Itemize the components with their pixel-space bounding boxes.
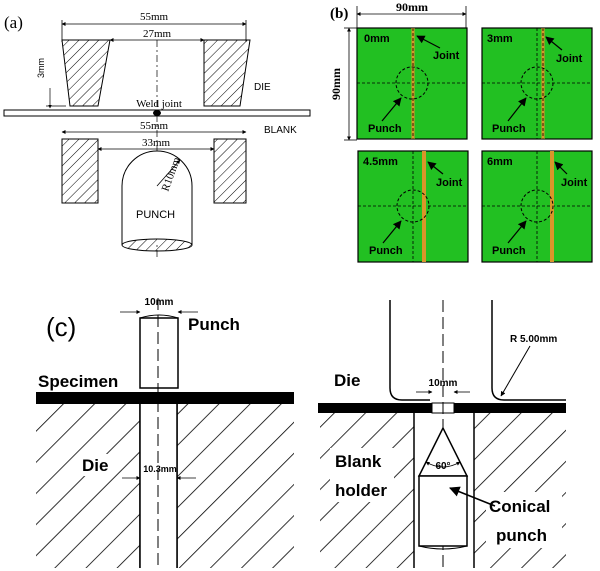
joint-label: Joint — [561, 177, 588, 189]
punch-a-base — [121, 238, 193, 252]
holder-block-left — [61, 138, 99, 204]
offset-label: 0mm — [364, 33, 390, 45]
punch-label: Punch — [188, 315, 240, 334]
die-label: DIE — [254, 82, 271, 93]
holder-block-right — [213, 138, 247, 204]
punch-circle — [520, 66, 554, 100]
panel-a-label: (a) — [4, 13, 23, 32]
panel-c-label: (c) — [46, 312, 76, 342]
joint-label: Joint — [436, 177, 463, 189]
panel-c-left: (c) Specimen 10mm Punch Die 10.3mm — [36, 297, 294, 568]
plate-width-text: 90mm — [396, 0, 428, 14]
punch-circle — [396, 189, 430, 223]
blank-label: BLANK — [264, 125, 297, 136]
die-label: Die — [82, 456, 108, 475]
punch-circle — [520, 189, 554, 223]
conical-punch-label-1: Conical — [489, 497, 550, 516]
hole-dim-text: 10.3mm — [143, 464, 177, 474]
holder-inner-dim-text: 33mm — [142, 137, 171, 149]
upper-die-right — [491, 300, 566, 401]
punch-a — [121, 150, 193, 245]
hole-dim-text-right: 10mm — [429, 378, 458, 389]
holder-outer-dim-text: 55mm — [140, 120, 169, 132]
upper-die-label: Die — [334, 371, 360, 390]
plate-6mm: 6mm Joint Punch — [481, 150, 593, 263]
gap-dim-text: 3mm — [36, 58, 46, 78]
punch-a-label: PUNCH — [136, 209, 175, 221]
plate-height-text: 90mm — [329, 68, 343, 100]
die-outer-dim-text: 55mm — [140, 11, 169, 23]
specimen-sheet — [36, 392, 294, 404]
weld-label: Weld joint — [136, 98, 182, 110]
offset-label: 4.5mm — [363, 156, 398, 168]
die-block-left — [61, 39, 111, 107]
joint-label: Joint — [556, 53, 583, 65]
specimen-label: Specimen — [38, 372, 118, 391]
edge-radius-text: R 5.00mm — [510, 334, 557, 345]
die-block-right — [203, 39, 251, 107]
offset-label: 3mm — [487, 33, 513, 45]
panel-c-right: Die R 5.00mm 10mm 60° Blank holder Conic… — [318, 300, 566, 568]
panel-b: (b) 90mm 90mm 0mm Joint Punch — [329, 0, 593, 263]
joint-label: Joint — [433, 50, 460, 62]
punch-circle — [395, 66, 429, 100]
holder-label-1: Blank — [335, 452, 382, 471]
punch-label: Punch — [369, 245, 403, 257]
weld-joint-mark — [153, 110, 161, 116]
punch-label: Punch — [492, 245, 526, 257]
punch-dim-text: 10mm — [145, 297, 174, 308]
plate-3mm: 3mm Joint Punch — [481, 27, 593, 140]
upper-die-left — [389, 300, 430, 401]
conical-punch-label-2: punch — [496, 526, 547, 545]
die-left-block-2 — [177, 404, 294, 568]
holder-label-2: holder — [335, 481, 387, 500]
panel-b-label: (b) — [330, 6, 348, 22]
offset-label: 6mm — [487, 156, 513, 168]
die-inner-dim-text: 27mm — [143, 28, 172, 40]
punch-label: Punch — [368, 123, 402, 135]
plate-4-5mm: 4.5mm Joint Punch — [357, 150, 469, 263]
die-left-block-1 — [36, 404, 140, 568]
conical-punch-body — [418, 475, 468, 547]
panel-a: (a) 55mm 27mm DIE 3mm Weld joint BLANK 5… — [3, 11, 311, 258]
punch-label: Punch — [492, 123, 526, 135]
cone-angle-text: 60° — [435, 461, 450, 472]
punch-cylinder — [139, 317, 179, 389]
plate-0mm: 0mm Joint Punch — [356, 27, 468, 140]
